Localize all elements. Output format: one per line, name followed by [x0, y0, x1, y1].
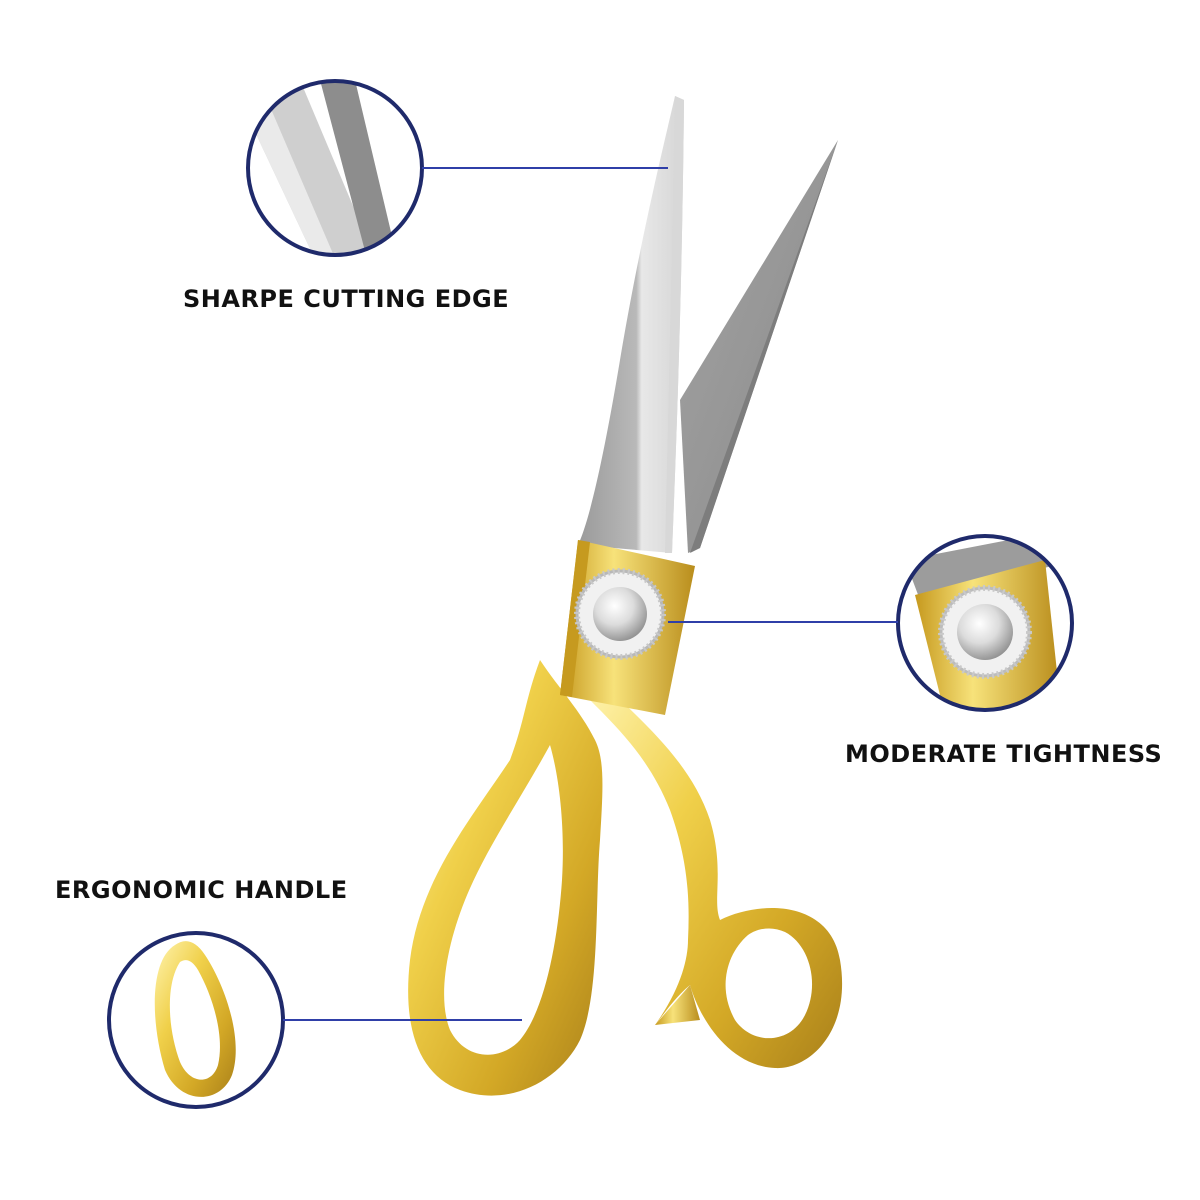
tightness-label: MODERATE TIGHTNESS: [845, 740, 1163, 768]
handle-label: ERGONOMIC HANDLE: [55, 876, 348, 904]
cutting-edge-callout: [246, 79, 668, 257]
blade-closeup-image: [248, 81, 422, 255]
tightness-callout: [668, 534, 1074, 712]
pivot-closeup-image: [898, 536, 1072, 710]
scissors-image: [408, 96, 843, 1096]
handle-callout: [107, 931, 522, 1109]
cutting-edge-label: SHARPE CUTTING EDGE: [183, 285, 510, 313]
handle-closeup-image: [109, 933, 283, 1107]
